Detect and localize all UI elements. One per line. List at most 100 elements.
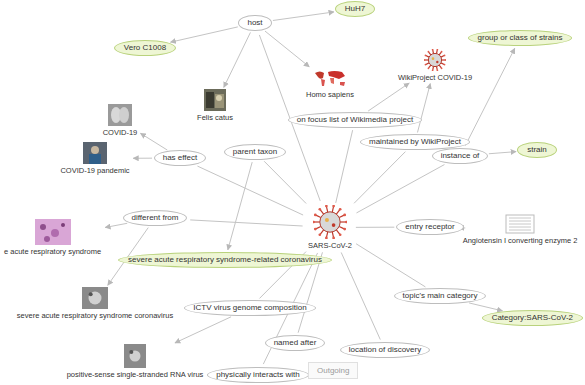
property-ellipse: entry receptor — [396, 219, 463, 235]
item-caption: Angiotensin I converting enzyme 2 — [461, 236, 580, 245]
graph-connector — [341, 252, 380, 339]
node-label: different from — [132, 213, 179, 223]
property-ellipse: parent taxon — [224, 144, 286, 160]
graph-connector — [224, 32, 251, 87]
property-ellipse: instance of — [432, 148, 489, 164]
graph-connector — [356, 165, 444, 213]
property-ellipse: host — [238, 15, 271, 31]
property-ellipse: topic's main category — [394, 288, 487, 304]
item-node: Felis catus — [195, 89, 235, 122]
item-node: e acute respiratory syndrome — [2, 219, 103, 256]
value-ellipse: Category:SARS-CoV-2 — [482, 310, 583, 326]
node-label: parent taxon — [233, 147, 277, 157]
graph-connector — [265, 31, 309, 67]
item-node: severe acute respiratory syndrome corona… — [15, 287, 175, 320]
graph-connector — [264, 161, 306, 203]
item-caption: positive-sense single-stranded RNA virus — [65, 370, 206, 379]
node-label: entry receptor — [405, 222, 454, 232]
item-image — [82, 287, 108, 309]
graph-connector — [417, 84, 430, 133]
graph-connector — [368, 83, 409, 111]
node-label: strain — [527, 145, 547, 155]
node-label: instance of — [441, 151, 480, 161]
value-ellipse: HuH7 — [335, 1, 375, 17]
node-label: Category:SARS-CoV-2 — [492, 313, 573, 323]
node-label: has effect — [163, 153, 198, 163]
graph-connector — [197, 166, 303, 215]
item-image — [312, 68, 348, 88]
graph-connector — [105, 223, 127, 227]
property-ellipse: ICTV virus genome composition — [184, 300, 315, 316]
graph-connector — [228, 162, 252, 250]
item-image — [83, 142, 107, 164]
node-label: on focus list of Wikimedia project — [297, 115, 414, 125]
graph-connector — [140, 133, 167, 150]
item-caption: SARS-CoV-2 — [306, 241, 354, 250]
node-label: severe acute respiratory syndrome-relate… — [128, 255, 322, 265]
node-label: host — [247, 18, 262, 28]
value-ellipse: Vero C1008 — [114, 40, 176, 56]
graph-connector — [171, 27, 238, 42]
item-node: SARS-CoV-2 — [306, 205, 354, 250]
graph-connector — [465, 48, 515, 145]
map-icon — [312, 68, 348, 88]
property-ellipse: location of discovery — [340, 342, 430, 358]
item-image — [313, 205, 347, 239]
graph-connector — [190, 220, 302, 226]
graph-connector — [356, 244, 425, 287]
item-caption: Felis catus — [195, 113, 235, 122]
item-node: Angiotensin I converting enzyme 2 — [461, 214, 580, 245]
node-label: named after — [274, 338, 317, 348]
virus-icon — [313, 205, 347, 239]
value-ellipse: severe acute respiratory syndrome-relate… — [118, 252, 332, 268]
item-caption: WikiProject COVID-19 — [396, 73, 474, 82]
em-icon — [124, 344, 146, 368]
item-node: positive-sense single-stranded RNA virus — [65, 344, 206, 379]
node-label: topic's main category — [403, 291, 478, 301]
virus-icon — [424, 49, 446, 71]
item-node: COVID-19 pandemic — [58, 142, 131, 175]
graph-connector — [133, 158, 152, 159]
item-node: COVID-19 — [101, 104, 140, 137]
graph-connector — [356, 227, 394, 228]
item-image — [505, 214, 535, 234]
cat-icon — [204, 89, 226, 111]
property-ellipse: physically interacts with — [207, 367, 309, 383]
doc-icon — [505, 214, 535, 234]
graph-connector — [354, 152, 405, 204]
property-ellipse: different from — [123, 210, 188, 226]
item-caption: COVID-19 — [101, 128, 140, 137]
item-caption: severe acute respiratory syndrome corona… — [15, 311, 175, 320]
lung-icon — [108, 104, 132, 126]
value-ellipse: group or class of strains — [468, 30, 573, 46]
graph-connector — [469, 303, 502, 311]
node-label: HuH7 — [345, 4, 365, 14]
graph-connector — [273, 12, 334, 21]
em-icon — [82, 287, 108, 309]
node-label: Vero C1008 — [124, 43, 166, 53]
property-ellipse: has effect — [154, 150, 207, 166]
property-ellipse: on focus list of Wikimedia project — [288, 112, 423, 128]
node-label: maintained by WikiProject — [369, 137, 461, 147]
item-caption: COVID-19 pandemic — [58, 166, 131, 175]
item-node: WikiProject COVID-19 — [396, 49, 474, 82]
tissue-icon — [35, 219, 71, 245]
item-image — [35, 219, 71, 245]
node-label: physically interacts with — [216, 370, 300, 380]
item-image — [108, 104, 132, 126]
photo-icon — [83, 142, 107, 164]
item-image — [204, 89, 226, 111]
node-label: group or class of strains — [478, 33, 563, 43]
item-caption: Homo sapiens — [304, 90, 356, 99]
graph-connector — [489, 152, 516, 154]
graph-connector — [175, 317, 231, 343]
value-ellipse: strain — [517, 142, 557, 158]
item-image — [424, 49, 446, 71]
node-label: location of discovery — [349, 345, 421, 355]
node-label: ICTV virus genome composition — [193, 303, 306, 313]
item-node: Homo sapiens — [304, 68, 356, 99]
item-image — [124, 344, 146, 368]
tab-button: Outgoing — [308, 362, 358, 379]
